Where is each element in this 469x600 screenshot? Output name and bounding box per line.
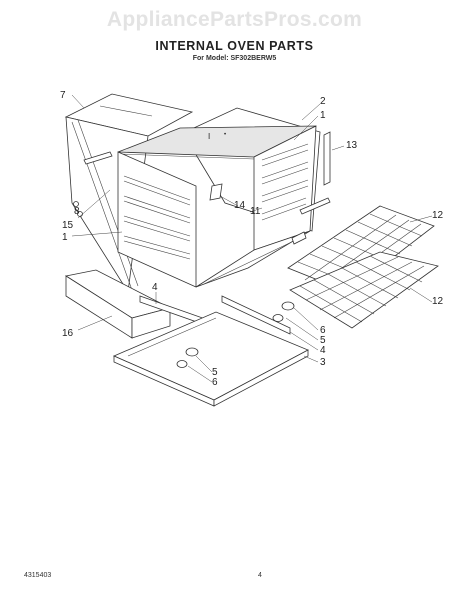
oven-cavity-floor [195, 230, 311, 288]
callout-12-lower: 12 [432, 296, 444, 307]
callout-5-right: 5 [320, 335, 326, 346]
hinge-bracket [209, 183, 223, 201]
oven-rack-lower [289, 251, 439, 329]
callout-6-left: 6 [212, 377, 218, 388]
callout-13: 13 [346, 140, 358, 151]
model-subtitle: For Model: SF302BERW5 [192, 55, 277, 62]
callout-3: 3 [320, 357, 326, 368]
callout-1-left: 1 [62, 232, 68, 243]
page-title: INTERNAL OVEN PARTS [155, 39, 314, 53]
callout-15: 15 [62, 220, 74, 231]
bottom-pan [112, 311, 309, 407]
svg-text:I: I [208, 132, 210, 141]
callout-4-right: 4 [320, 345, 326, 356]
page-number: 4 [258, 572, 262, 579]
callout-leaders [71, 94, 433, 383]
side-strip [323, 131, 331, 186]
side-trim-rails [83, 151, 331, 245]
callout-4-top: 4 [152, 282, 158, 293]
callout-12-upper: 12 [432, 210, 444, 221]
callout-8: 8 [74, 206, 80, 217]
callout-7: 7 [60, 90, 66, 101]
callout-2: 2 [320, 96, 326, 107]
callout-5-left: 5 [212, 367, 218, 378]
svg-text:•: • [224, 132, 226, 138]
watermark: AppliancePartsPros.com [106, 8, 363, 31]
callout-16: 16 [62, 328, 74, 339]
callout-11: 11 [250, 206, 261, 217]
left-side-wall [117, 151, 197, 288]
slide-rails [139, 295, 291, 335]
burner-fitting-right [272, 301, 295, 322]
callout-6-right: 6 [320, 325, 326, 336]
callout-labels: 7 2 1 13 8 15 1 14 11 12 12 4 16 6 5 4 3… [60, 90, 444, 388]
burner-fitting-left [176, 347, 199, 368]
callout-1: 1 [320, 110, 326, 121]
callout-14: 14 [234, 200, 246, 211]
document-number: 4315403 [24, 572, 52, 579]
